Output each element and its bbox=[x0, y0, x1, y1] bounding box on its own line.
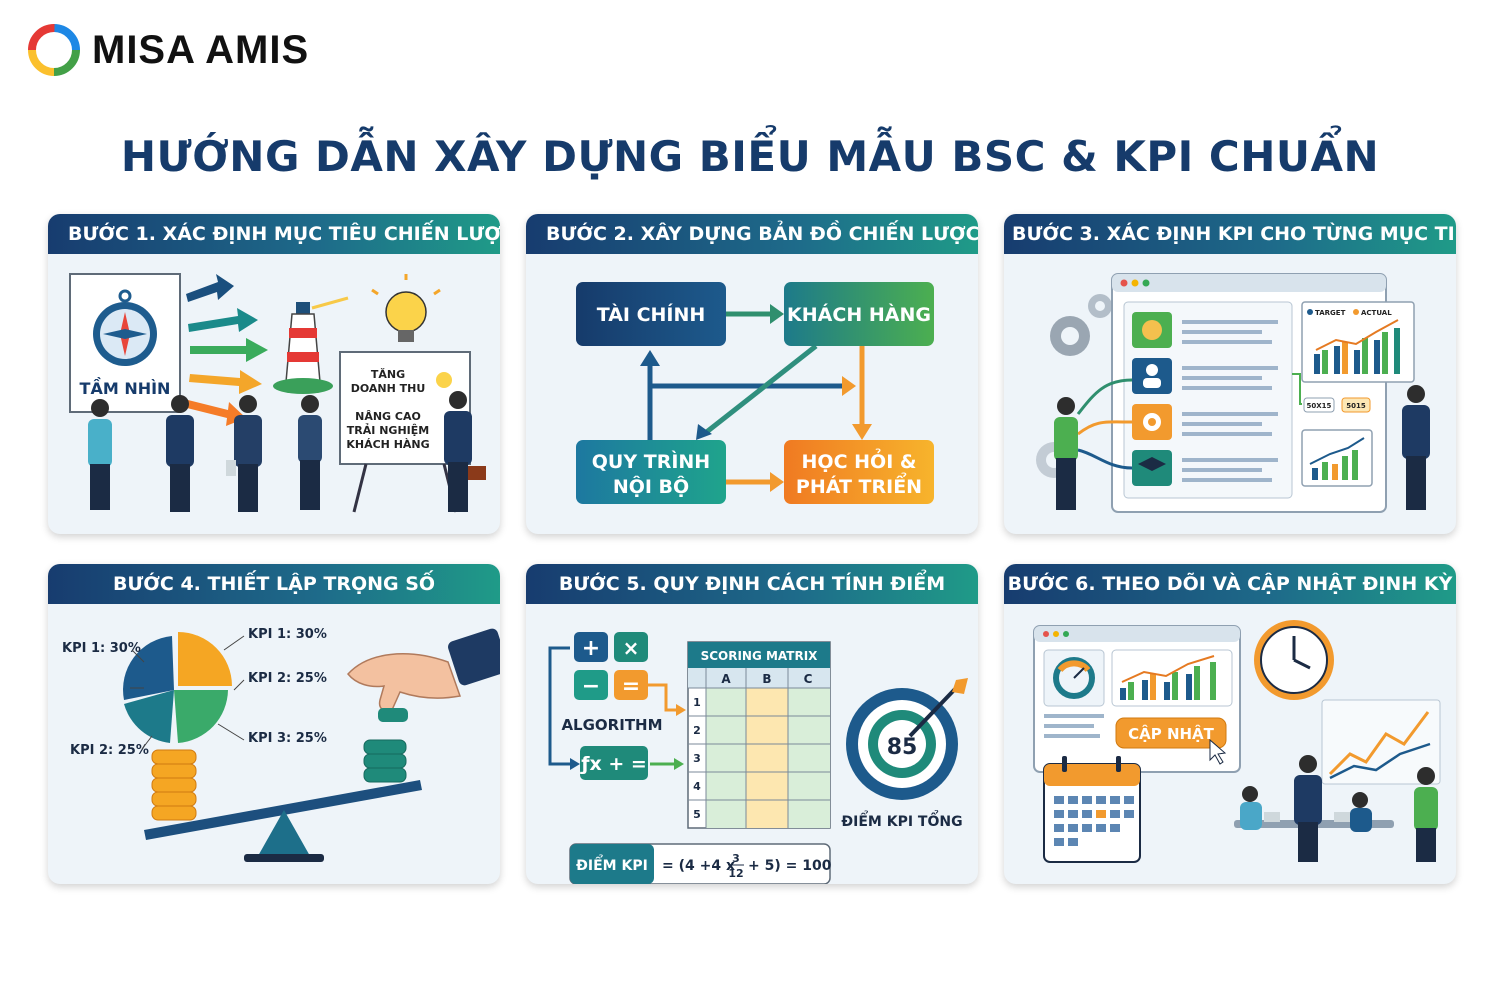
svg-text:KHÁCH HÀNG: KHÁCH HÀNG bbox=[346, 438, 429, 451]
hand-icon bbox=[347, 628, 500, 722]
svg-text:TRẢI NGHIỆM: TRẢI NGHIỆM bbox=[347, 423, 429, 437]
svg-text:+ 5) = 100: + 5) = 100 bbox=[748, 858, 832, 874]
svg-text:HỌC HỎI &: HỌC HỎI & bbox=[802, 448, 917, 473]
svg-text:3: 3 bbox=[732, 852, 740, 865]
svg-text:NÂNG CAO: NÂNG CAO bbox=[355, 410, 421, 423]
svg-text:B: B bbox=[762, 672, 771, 686]
step-card-2: BƯỚC 2. XÂY DỰNG BẢN ĐỒ CHIẾN LƯỢC bbox=[526, 214, 978, 534]
svg-text:50X15: 50X15 bbox=[1307, 402, 1332, 410]
target-icon bbox=[846, 678, 968, 800]
scoring-matrix-table: SCORING MATRIX A B C 1 2 3 4 bbox=[687, 641, 831, 829]
step-3-title: BƯỚC 3. XÁC ĐỊNH KPI CHO TỪNG MỤC TIÊU bbox=[1004, 214, 1456, 254]
lighthouse-icon bbox=[273, 296, 349, 394]
page-title: HƯỚNG DẪN XÂY DỰNG BIỂU MẪU BSC & KPI CH… bbox=[120, 132, 1380, 181]
people-icon bbox=[1054, 385, 1430, 510]
user-icon bbox=[1146, 364, 1158, 376]
svg-text:KPI 2: 25%: KPI 2: 25% bbox=[70, 743, 149, 758]
total-kpi-label: ĐIỂM KPI TỔNG bbox=[841, 810, 962, 830]
fx-key bbox=[580, 746, 648, 780]
svg-text:= (4 +4 x: = (4 +4 x bbox=[662, 858, 735, 874]
step-4-illustration: KPI 1: 30% KPI 2: 25% KPI 1: 30% KPI 2: … bbox=[62, 627, 500, 862]
cursor-icon bbox=[1209, 738, 1227, 765]
step-card-3: BƯỚC 3. XÁC ĐỊNH KPI CHO TỪNG MỤC TIÊU bbox=[1004, 214, 1456, 534]
svg-text:TARGET: TARGET bbox=[1315, 309, 1346, 317]
brand-logo: MISA AMIS bbox=[28, 24, 309, 76]
node-customer bbox=[784, 282, 934, 346]
balance-scale-icon bbox=[144, 739, 422, 862]
node-learning-growth bbox=[784, 440, 934, 504]
svg-text:QUY TRÌNH: QUY TRÌNH bbox=[592, 450, 710, 473]
step-1-title: BƯỚC 1. XÁC ĐỊNH MỤC TIÊU CHIẾN LƯỢC bbox=[48, 214, 500, 254]
svg-text:KPI 3: 25%: KPI 3: 25% bbox=[248, 731, 327, 746]
compass-icon bbox=[93, 289, 157, 366]
brand-name: MISA AMIS bbox=[92, 27, 310, 72]
svg-text:TÀI CHÍNH: TÀI CHÍNH bbox=[597, 303, 706, 326]
svg-text:TĂNG: TĂNG bbox=[371, 368, 405, 381]
step-3-illustration: TARGET ACTUAL 50X15 5015 bbox=[1036, 273, 1430, 513]
svg-text:ƒx + =: ƒx + = bbox=[579, 753, 647, 775]
svg-text:KPI 1: 30%: KPI 1: 30% bbox=[248, 627, 327, 642]
strategy-map-arrows bbox=[640, 304, 872, 492]
small-bulb-icon bbox=[436, 372, 452, 388]
vision-label: TẦM NHÌN bbox=[80, 377, 171, 398]
svg-text:+: + bbox=[582, 636, 600, 661]
svg-text:=: = bbox=[622, 674, 640, 699]
strategy-map-diagram: TÀI CHÍNH KHÁCH HÀNG QUY TRÌNH NỘI BỘ HỌ… bbox=[576, 282, 934, 504]
score-value: 85 bbox=[887, 735, 918, 760]
calendar-icon bbox=[1043, 756, 1141, 863]
kpi-icon-list bbox=[1132, 312, 1172, 486]
gauge-icon bbox=[1053, 657, 1095, 699]
step-2-title: BƯỚC 2. XÂY DỰNG BẢN ĐỒ CHIẾN LƯỢC bbox=[526, 214, 978, 254]
kpi-text-lines bbox=[1182, 320, 1278, 482]
step-5-title: BƯỚC 5. QUY ĐỊNH CÁCH TÍNH ĐIỂM bbox=[526, 564, 978, 604]
graduation-cap-icon bbox=[1138, 457, 1166, 471]
step-6-illustration: CẬP NHẬT bbox=[1033, 620, 1441, 863]
svg-text:4: 4 bbox=[693, 780, 701, 793]
svg-text:3: 3 bbox=[693, 752, 701, 765]
money-bag-icon bbox=[1142, 320, 1162, 340]
step-card-5: BƯỚC 5. QUY ĐỊNH CÁCH TÍNH ĐIỂM + × − = … bbox=[526, 564, 978, 884]
svg-text:KPI 1: 30%: KPI 1: 30% bbox=[62, 641, 141, 656]
step-5-illustration: + × − = ALGORITHM ƒx + = SCORING MATRIX bbox=[548, 632, 968, 884]
svg-text:C: C bbox=[804, 672, 813, 686]
svg-text:ĐIỂM KPI: ĐIỂM KPI bbox=[576, 854, 648, 874]
node-internal-process bbox=[576, 440, 726, 504]
svg-text:2: 2 bbox=[693, 724, 701, 737]
misa-logo-icon bbox=[28, 24, 80, 76]
svg-text:DOANH THU: DOANH THU bbox=[351, 382, 426, 395]
step-card-6: BƯỚC 6. THEO DÕI VÀ CẬP NHẬT ĐỊNH KỲ CẬP bbox=[1004, 564, 1456, 884]
update-button[interactable] bbox=[1115, 717, 1227, 749]
algorithm-label: ALGORITHM bbox=[561, 716, 662, 734]
svg-text:SCORING MATRIX: SCORING MATRIX bbox=[701, 649, 819, 663]
svg-text:PHÁT TRIỂN: PHÁT TRIỂN bbox=[796, 472, 922, 498]
svg-text:KHÁCH HÀNG: KHÁCH HÀNG bbox=[787, 303, 931, 326]
calculator-keys-icon: + × − = bbox=[574, 632, 648, 700]
svg-text:12: 12 bbox=[728, 867, 743, 880]
step-1-illustration: TẦM NHÌN bbox=[69, 273, 486, 513]
kpi-formula-bar: ĐIỂM KPI = (4 +4 x 3 12 + 5) = 100 bbox=[569, 843, 832, 884]
svg-text:KPI 2: 25%: KPI 2: 25% bbox=[248, 671, 327, 686]
team-meeting-icon bbox=[1234, 755, 1438, 862]
step-4-title: BƯỚC 4. THIẾT LẬP TRỌNG SỐ bbox=[48, 564, 500, 604]
svg-text:A: A bbox=[721, 672, 731, 686]
svg-text:1: 1 bbox=[693, 696, 701, 709]
weight-pie-chart bbox=[123, 632, 232, 743]
svg-text:CẬP NHẬT: CẬP NHẬT bbox=[1128, 723, 1215, 743]
svg-text:NỘI BỘ: NỘI BỘ bbox=[613, 474, 689, 498]
clock-icon bbox=[1254, 620, 1334, 700]
svg-text:5015: 5015 bbox=[1346, 402, 1366, 410]
strategy-arrows-icon bbox=[186, 274, 268, 426]
svg-text:5: 5 bbox=[693, 808, 701, 821]
briefcase-icon bbox=[468, 466, 486, 480]
svg-text:ACTUAL: ACTUAL bbox=[1361, 309, 1392, 317]
svg-text:−: − bbox=[582, 674, 600, 699]
node-finance bbox=[576, 282, 726, 346]
step-card-4: BƯỚC 4. THIẾT LẬP TRỌNG SỐ KPI 1: 30% KP… bbox=[48, 564, 500, 884]
svg-text:×: × bbox=[623, 636, 640, 660]
lightbulb-icon bbox=[371, 274, 441, 342]
team-people-icon bbox=[88, 391, 486, 512]
step-card-1: BƯỚC 1. XÁC ĐỊNH MỤC TIÊU CHIẾN LƯỢC TẦM… bbox=[48, 214, 500, 534]
step-6-title: BƯỚC 6. THEO DÕI VÀ CẬP NHẬT ĐỊNH KỲ bbox=[1004, 564, 1456, 604]
